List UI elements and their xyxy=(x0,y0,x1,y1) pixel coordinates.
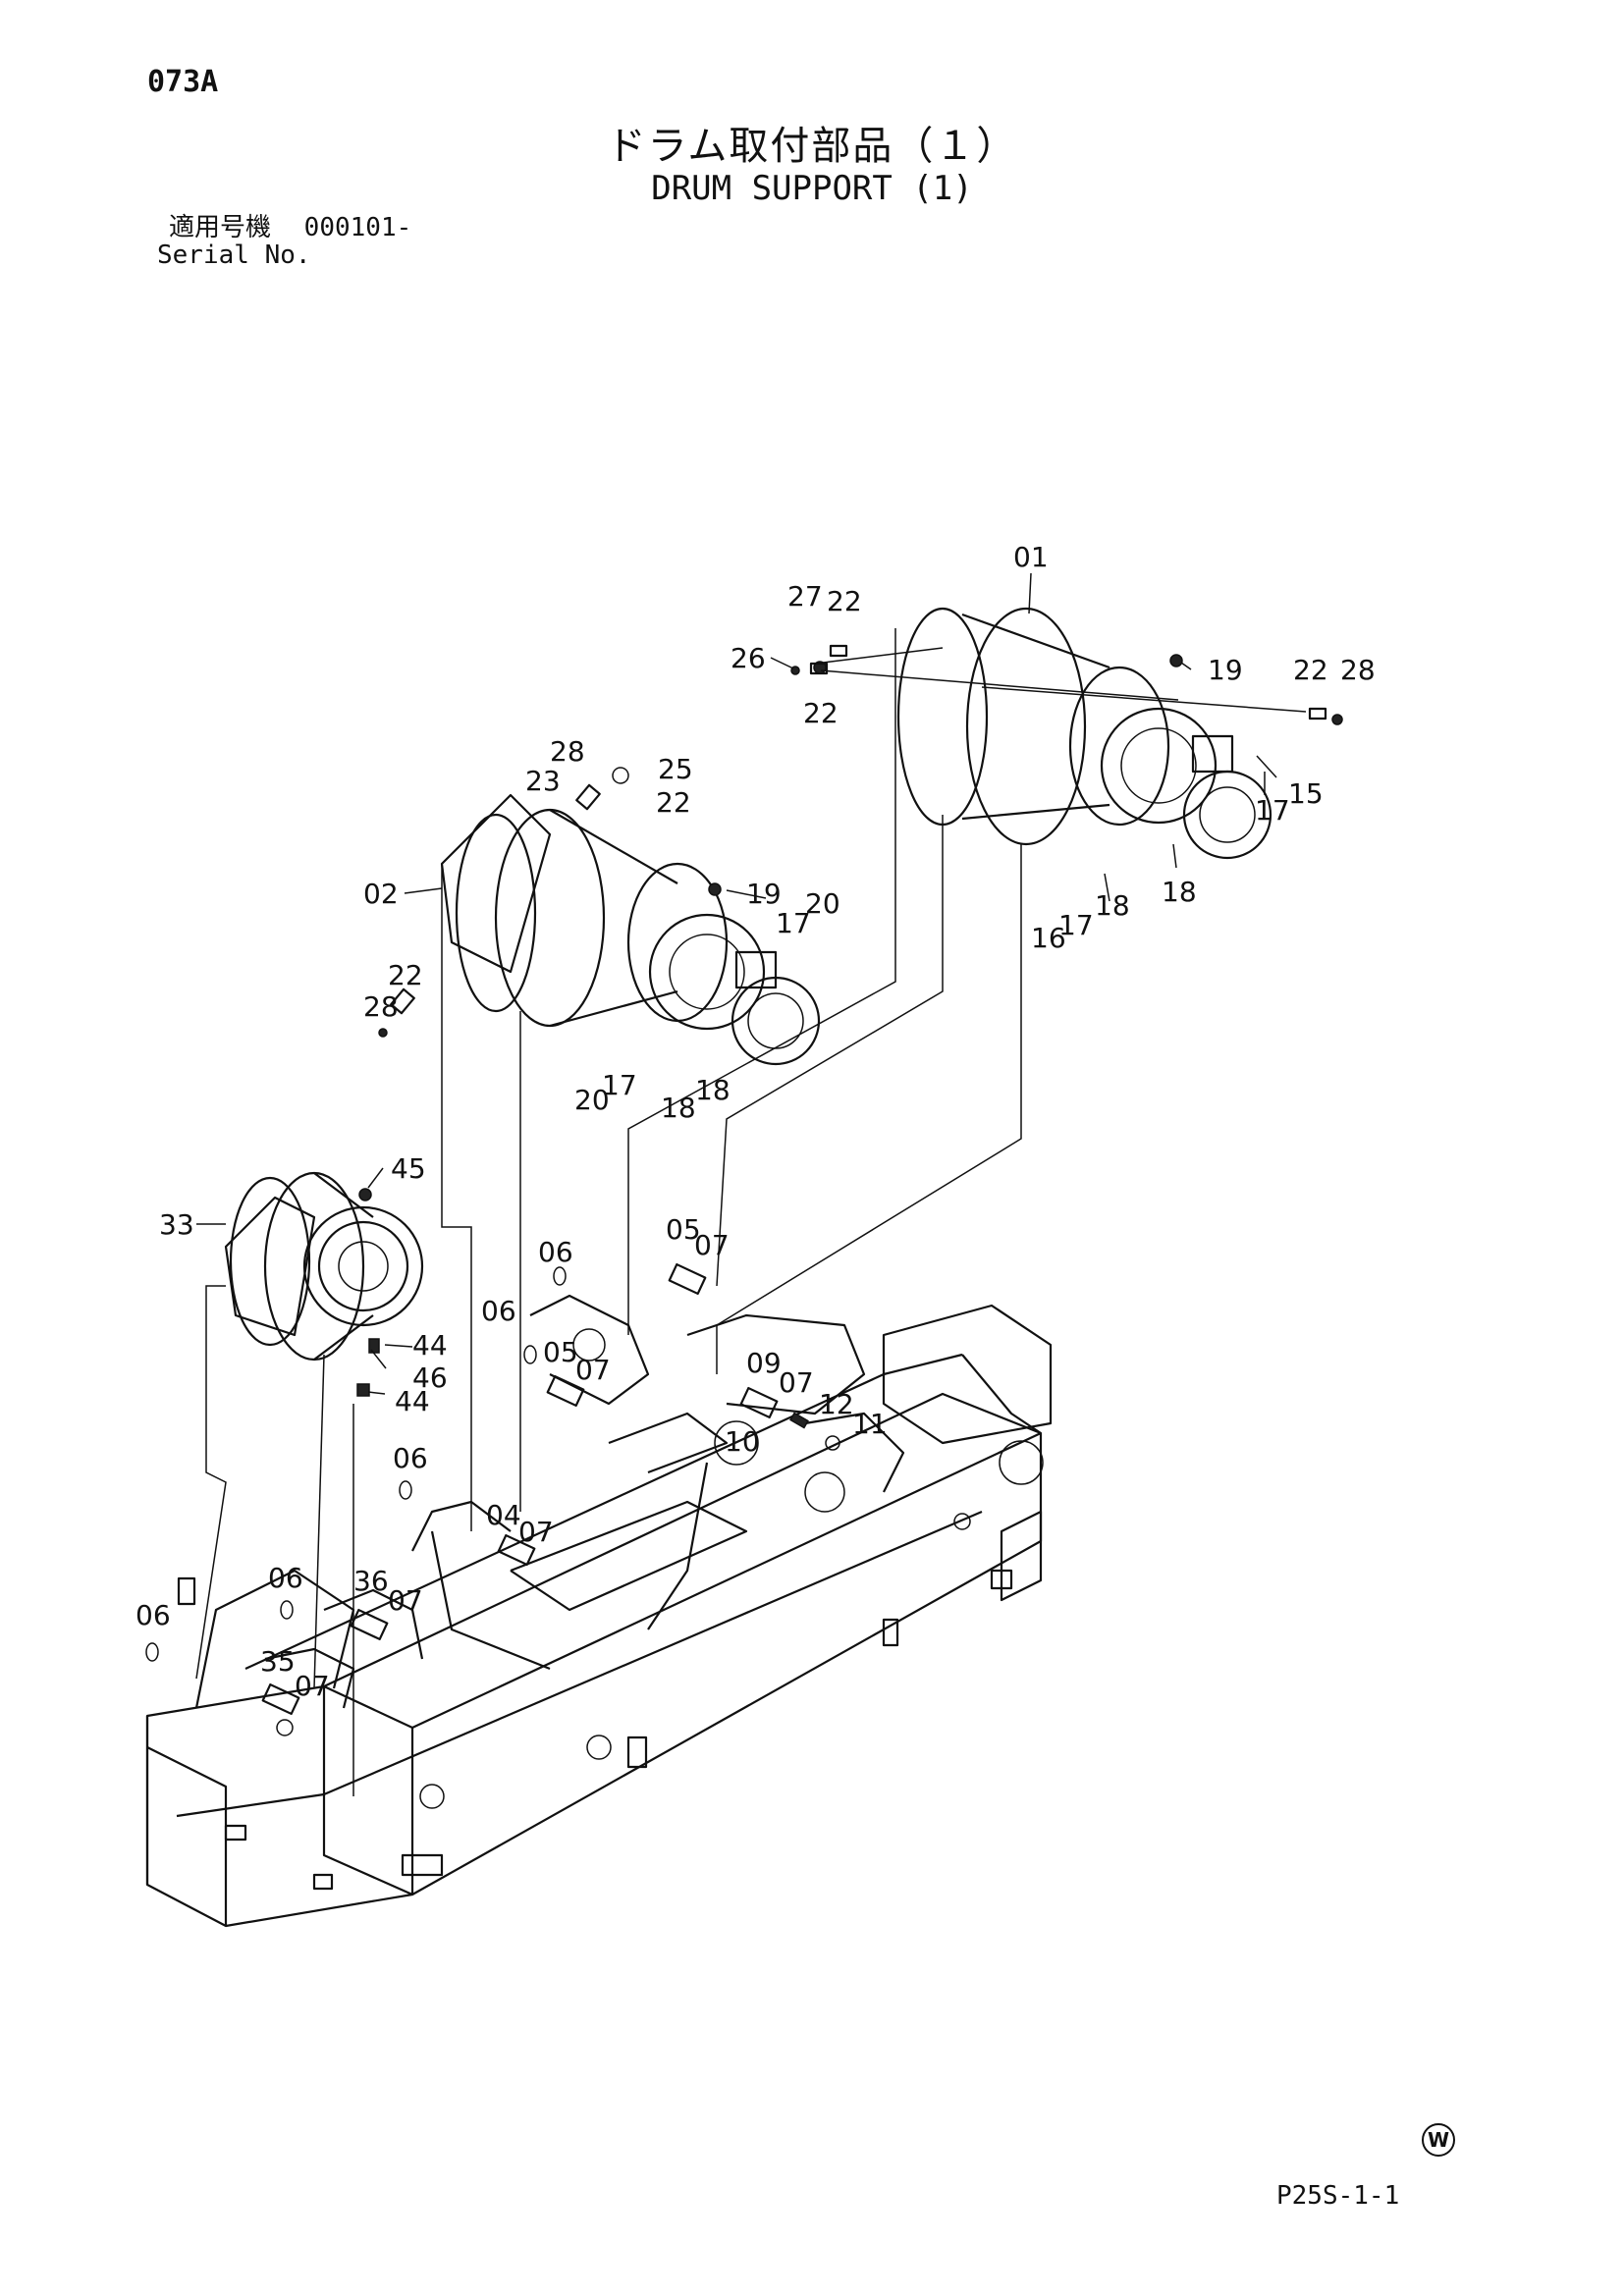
callout-22: 22 xyxy=(656,786,691,819)
callout-20: 20 xyxy=(574,1084,610,1116)
serial-info: 適用号機 000101- Serial No. xyxy=(157,214,411,269)
callout-06: 06 xyxy=(135,1599,171,1631)
callout-44: 44 xyxy=(412,1329,448,1362)
callout-35: 35 xyxy=(260,1645,296,1678)
callout-19: 19 xyxy=(746,878,782,910)
title-english: DRUM SUPPORT (1) xyxy=(651,169,973,208)
callout-18: 18 xyxy=(1162,876,1197,908)
callout-22: 22 xyxy=(388,959,423,991)
callout-19: 19 xyxy=(1208,654,1243,686)
callout-09: 09 xyxy=(746,1347,782,1379)
callout-leaders xyxy=(196,572,1277,1395)
callout-18: 18 xyxy=(695,1074,731,1106)
callout-05: 05 xyxy=(543,1336,578,1368)
serial-label-en: Serial No. xyxy=(157,240,311,270)
main-frame xyxy=(145,1294,1053,1928)
callout-06: 06 xyxy=(393,1442,428,1474)
callout-04: 04 xyxy=(486,1499,521,1531)
callout-06: 06 xyxy=(268,1562,303,1594)
callout-17: 17 xyxy=(602,1069,637,1101)
title-japanese: ドラム取付部品（１） xyxy=(606,124,1018,169)
callout-labels: 01 02 04 05 05 06 06 06 06 06 07 07 07 0… xyxy=(135,541,1376,1702)
callout-28: 28 xyxy=(363,990,399,1023)
drum-02 xyxy=(440,793,821,1066)
serial-value: 000101- xyxy=(303,213,412,242)
page-code: 073A xyxy=(147,65,219,99)
callout-02: 02 xyxy=(363,878,399,910)
callout-07: 07 xyxy=(575,1354,611,1386)
callout-07: 07 xyxy=(694,1229,730,1261)
callout-06: 06 xyxy=(481,1295,516,1327)
drum-01 xyxy=(896,607,1272,860)
callout-01: 01 xyxy=(1013,541,1049,573)
callout-22: 22 xyxy=(827,585,862,617)
pins-and-bushings xyxy=(145,644,1343,1716)
serial-label-jp: 適用号機 xyxy=(169,213,272,242)
callout-17: 17 xyxy=(1058,909,1094,941)
callout-07: 07 xyxy=(518,1516,554,1548)
callout-17: 17 xyxy=(776,907,811,939)
callout-15: 15 xyxy=(1288,777,1324,810)
installation-lines xyxy=(195,628,1307,1796)
callout-18: 18 xyxy=(1095,889,1130,922)
callout-22: 22 xyxy=(803,697,839,729)
callout-10: 10 xyxy=(725,1425,760,1458)
callout-27: 27 xyxy=(787,580,823,613)
callout-46: 46 xyxy=(412,1362,448,1394)
callout-05: 05 xyxy=(666,1213,701,1246)
callout-44: 44 xyxy=(395,1385,430,1417)
drum-33 xyxy=(224,1171,424,1397)
w-mark-logo: W xyxy=(1422,2123,1455,2157)
callout-28: 28 xyxy=(550,735,585,768)
callout-06: 06 xyxy=(538,1236,573,1268)
callout-07: 07 xyxy=(388,1584,423,1617)
callout-33: 33 xyxy=(159,1208,194,1241)
callout-45: 45 xyxy=(391,1152,426,1185)
callout-12: 12 xyxy=(819,1388,854,1420)
callout-11: 11 xyxy=(852,1408,888,1440)
callout-26: 26 xyxy=(731,642,766,674)
callout-17: 17 xyxy=(1255,794,1290,827)
callout-25: 25 xyxy=(658,753,693,785)
figure-code: P25S-1-1 xyxy=(1276,2181,1400,2211)
callout-07: 07 xyxy=(295,1670,330,1702)
callout-36: 36 xyxy=(353,1565,389,1597)
callout-16: 16 xyxy=(1031,922,1066,954)
callout-28: 28 xyxy=(1340,654,1376,686)
callout-18: 18 xyxy=(661,1092,696,1124)
callout-20: 20 xyxy=(805,887,840,920)
callout-23: 23 xyxy=(525,765,561,797)
callout-22: 22 xyxy=(1293,654,1328,686)
callout-07: 07 xyxy=(779,1366,814,1399)
